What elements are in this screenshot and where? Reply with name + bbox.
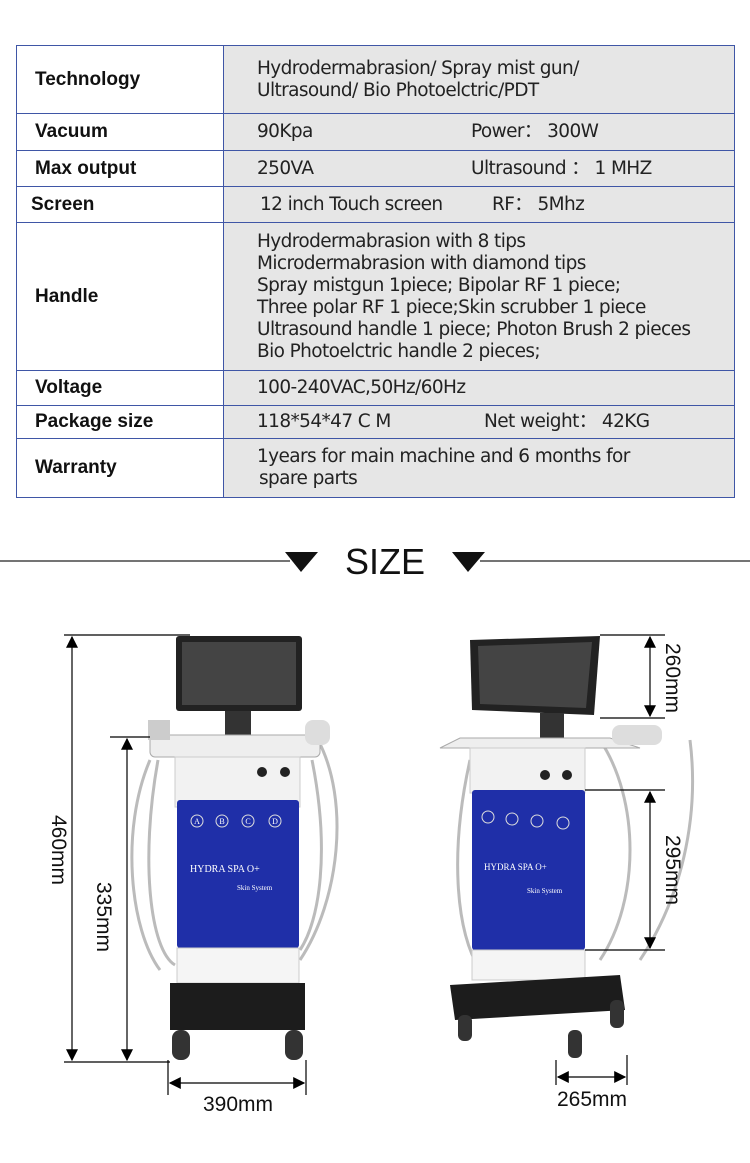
spec-value-main: 250VA bbox=[257, 157, 314, 179]
machine-angled-view bbox=[439, 636, 695, 1058]
spec-value: 250VA Ultrasound ： 1 MHZ bbox=[223, 150, 735, 187]
spec-row-max-output: Max output 250VA Ultrasound ： 1 MHZ bbox=[16, 150, 735, 187]
spec-value: 1years for main machine and 6 months for… bbox=[223, 438, 735, 498]
brand-subtitle: Skin System bbox=[237, 884, 273, 892]
spec-value-main: 12 inch Touch screen bbox=[260, 193, 443, 215]
front-width-label: 390mm bbox=[202, 1093, 274, 1116]
spec-line: Spray mistgun 1piece; Bipolar RF 1 piece… bbox=[257, 274, 621, 296]
spec-line: Hydrodermabrasion with 8 tips bbox=[257, 230, 526, 252]
spec-line: Hydrodermabrasion/ Spray mist gun/ bbox=[257, 57, 579, 79]
spec-label: Max output bbox=[16, 150, 224, 187]
dimension-lines bbox=[64, 634, 665, 1095]
button-d-label: D bbox=[272, 817, 278, 826]
spec-value-main: 118*54*47 C M bbox=[257, 411, 391, 432]
spec-line: Ultrasound handle 1 piece; Photon Brush … bbox=[257, 318, 691, 340]
spec-value: Hydrodermabrasion/ Spray mist gun/Ultras… bbox=[223, 45, 735, 114]
spec-value-extra: RF： 5Mhz bbox=[492, 193, 585, 215]
spec-line: Microdermabrasion with diamond tips bbox=[257, 252, 586, 274]
spec-value-extra: Ultrasound ： 1 MHZ bbox=[471, 157, 652, 179]
front-height-label: 460mm bbox=[47, 814, 70, 886]
spec-row-package: Package size 118*54*47 C M Net weight： 42K… bbox=[16, 405, 735, 439]
brand-text: HYDRA SPA O+ bbox=[484, 862, 547, 872]
front-body-height-label: 335mm bbox=[92, 881, 115, 953]
spec-label: Vacuum bbox=[16, 113, 224, 151]
spec-line: Bio Photoelctric handle 2 pieces; bbox=[257, 340, 541, 362]
button-b-label: B bbox=[219, 817, 224, 826]
spec-line: 1years for main machine and 6 months for bbox=[257, 446, 630, 467]
size-divider bbox=[0, 552, 750, 572]
spec-value: 118*54*47 C M Net weight： 42KG bbox=[223, 405, 735, 439]
spec-label: Package size bbox=[16, 405, 224, 439]
spec-label: Screen bbox=[16, 186, 224, 223]
spec-label: Technology bbox=[16, 45, 224, 114]
button-c-label: C bbox=[245, 817, 250, 826]
size-heading: SIZE bbox=[0, 540, 750, 584]
spec-line: spare parts bbox=[259, 468, 358, 489]
brand-subtitle: Skin System bbox=[527, 887, 563, 895]
spec-value-main: 90Kpa bbox=[257, 121, 313, 142]
triangle-down-icon bbox=[452, 552, 485, 572]
spec-row-screen: Screen 12 inch Touch screen RF： 5Mhz bbox=[16, 186, 735, 223]
brand-text: HYDRA SPA O+ bbox=[190, 864, 260, 875]
spec-value: 12 inch Touch screen RF： 5Mhz bbox=[223, 186, 735, 223]
side-width-label: 265mm bbox=[556, 1088, 628, 1111]
machine-front-view bbox=[130, 636, 339, 1060]
side-screen-height-label: 260mm bbox=[661, 642, 684, 714]
spec-line: Ultrasound/ Bio Photoelctric/PDT bbox=[257, 79, 539, 101]
spec-row-vacuum: Vacuum 90Kpa Power： 300W bbox=[16, 113, 735, 151]
spec-value: 100-240VAC,50Hz/60Hz bbox=[223, 370, 735, 406]
spec-label: Handle bbox=[16, 222, 224, 371]
size-title-text: SIZE bbox=[344, 541, 425, 582]
machine-branding: A B C D HYDRA SPA O+ Skin System HYDRA S… bbox=[190, 810, 570, 895]
spec-line: Three polar RF 1 piece;Skin scrubber 1 p… bbox=[257, 296, 646, 318]
spec-value-extra: Net weight： 42KG bbox=[484, 411, 650, 432]
triangle-down-icon bbox=[285, 552, 318, 572]
spec-value: 90Kpa Power： 300W bbox=[223, 113, 735, 151]
side-panel-height-label: 295mm bbox=[661, 834, 684, 906]
spec-label: Warranty bbox=[16, 438, 224, 498]
button-a-label: A bbox=[194, 817, 200, 826]
spec-value-extra: Power： 300W bbox=[471, 121, 599, 142]
